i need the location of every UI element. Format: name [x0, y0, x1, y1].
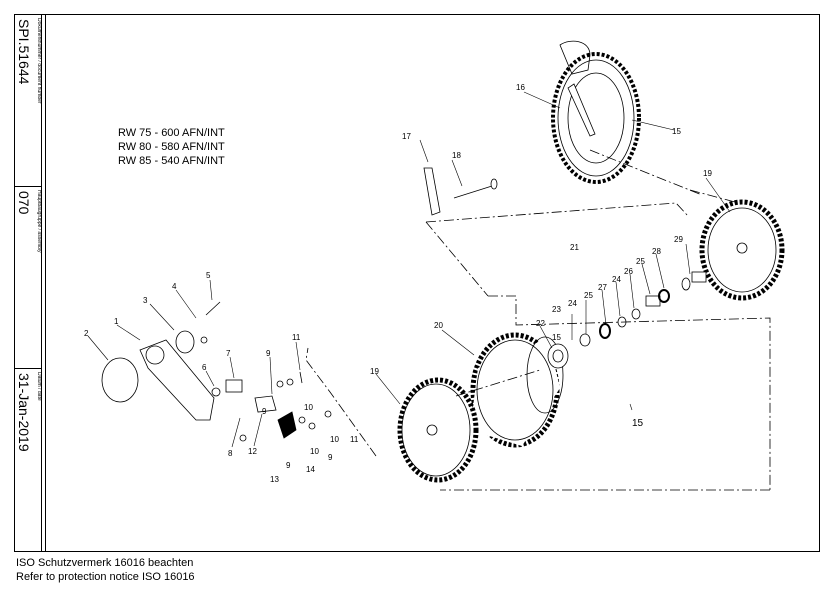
callout-9: 9 [286, 461, 291, 470]
callout-labels: 1 2 3 4 5 6 7 8 9 9 9 9 10 10 10 11 11 1… [84, 83, 712, 484]
bearing-stack [547, 271, 707, 369]
callout-3: 3 [143, 296, 148, 305]
callout-11: 11 [292, 333, 301, 342]
callout-16: 16 [516, 83, 525, 92]
pin-and-bracket [423, 167, 498, 216]
callout-1: 1 [114, 317, 119, 326]
callout-21: 21 [570, 243, 579, 252]
callout-23: 23 [552, 305, 561, 314]
assembly-boundaries [305, 149, 771, 491]
right-wheel [699, 199, 785, 301]
model-line: RW 80 - 580 AFN/INT [118, 141, 225, 153]
callout-11: 11 [350, 435, 359, 444]
notice-line-en: Refer to protection notice ISO 16016 [16, 571, 195, 583]
callout-22: 22 [536, 319, 545, 328]
callout-6: 6 [202, 363, 207, 372]
drawing-frame: Dokumentnummer / document number SPI.516… [14, 14, 820, 552]
callout-29: 29 [674, 235, 683, 244]
inner-border [45, 15, 46, 551]
callout-28: 28 [652, 247, 661, 256]
top-wheel-assembly [551, 40, 641, 184]
callout-25: 25 [636, 257, 645, 266]
callout-27: 27 [598, 283, 607, 292]
protection-notice: ISO Schutzvermerk 16016 beachten Refer t… [16, 556, 195, 584]
callout-10: 10 [304, 403, 313, 412]
callout-2: 2 [84, 329, 89, 338]
arm-assembly [101, 301, 332, 442]
callout-13: 13 [270, 475, 279, 484]
callout-8: 8 [228, 449, 233, 458]
callout-15: 15 [552, 333, 561, 342]
left-wheel [397, 377, 479, 483]
model-line: RW 75 - 600 AFN/INT [118, 127, 225, 139]
model-list: RW 75 - 600 AFN/INT RW 80 - 580 AFN/INT … [118, 126, 225, 168]
callout-9: 9 [266, 349, 271, 358]
callout-19: 19 [370, 367, 379, 376]
callout-18: 18 [452, 151, 461, 160]
model-line: RW 85 - 540 AFN/INT [118, 155, 225, 167]
callout-24: 24 [568, 299, 577, 308]
callout-19: 19 [703, 169, 712, 178]
callout-10: 10 [310, 447, 319, 456]
leader-lines [87, 91, 731, 448]
callout-7: 7 [226, 349, 231, 358]
document-number-cell: Dokumentnummer / document number SPI.516… [15, 15, 42, 187]
callout-15: 15 [672, 127, 681, 136]
title-block: Dokumentnummer / document number SPI.516… [15, 15, 42, 551]
callout-26: 26 [624, 267, 633, 276]
notice-line-de: ISO Schutzvermerk 16016 beachten [16, 557, 194, 569]
callout-10: 10 [330, 435, 339, 444]
callout-20: 20 [434, 321, 443, 330]
callout-14: 14 [306, 465, 315, 474]
drum [470, 332, 564, 448]
callout-9: 9 [328, 453, 333, 462]
callout-12: 12 [248, 447, 257, 456]
callout-5: 5 [206, 271, 211, 280]
callout-4: 4 [172, 282, 177, 291]
callout-9: 9 [262, 407, 267, 416]
callout-15: 15 [632, 418, 644, 429]
assembly-cell: Hauptbaugruppe / assembly 070 [15, 187, 42, 369]
callout-17: 17 [402, 132, 411, 141]
callout-24: 24 [612, 275, 621, 284]
callout-25: 25 [584, 291, 593, 300]
